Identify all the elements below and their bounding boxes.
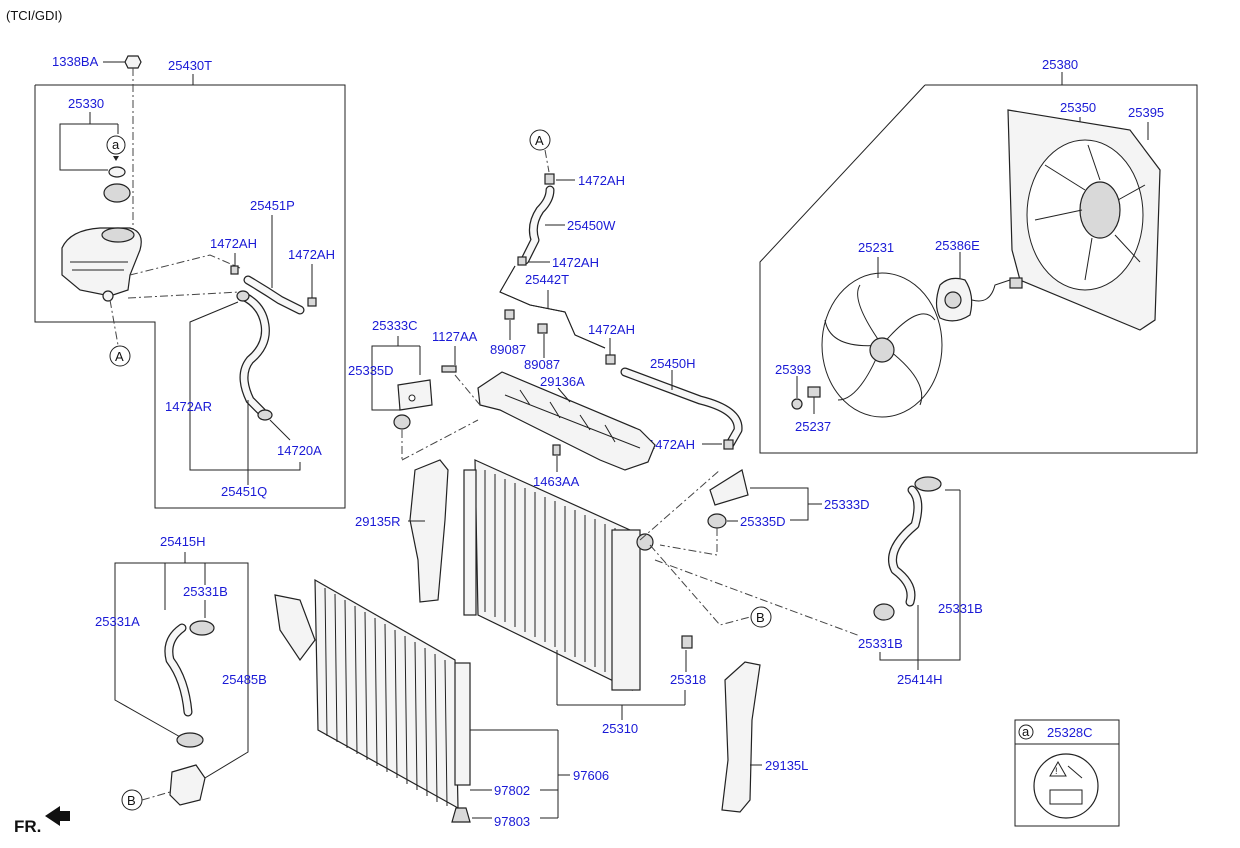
label-25328C: 25328C bbox=[1047, 725, 1093, 740]
label-1472AH-d: 1472AH bbox=[552, 255, 599, 270]
label-25331A: 25331A bbox=[95, 614, 140, 629]
callout-B-text-2: B bbox=[127, 793, 136, 808]
callout-A-text-1: A bbox=[115, 349, 124, 364]
label-1472AH-e: 1472AH bbox=[588, 322, 635, 337]
clamp-25331B-lower bbox=[873, 603, 895, 621]
label-25350: 25350 bbox=[1060, 100, 1096, 115]
fan-nut bbox=[791, 398, 803, 410]
label-1338BA: 1338BA bbox=[52, 54, 99, 69]
label-25318: 25318 bbox=[670, 672, 706, 687]
clamp-25331B-left bbox=[189, 620, 215, 636]
label-29135R: 29135R bbox=[355, 514, 401, 529]
label-25310: 25310 bbox=[602, 721, 638, 736]
front-arrow-icon bbox=[45, 806, 70, 826]
front-indicator: FR. bbox=[14, 817, 41, 836]
fan-group-frame bbox=[759, 84, 1198, 454]
fan-clip bbox=[807, 386, 821, 398]
label-89087-a: 89087 bbox=[490, 342, 526, 357]
mount-insulator-left bbox=[393, 414, 411, 430]
label-25331B-a: 25331B bbox=[183, 584, 228, 599]
label-25380: 25380 bbox=[1042, 57, 1078, 72]
label-1463AA: 1463AA bbox=[533, 474, 580, 489]
label-97802: 97802 bbox=[494, 783, 530, 798]
radiator-fins bbox=[484, 470, 616, 677]
label-25415H: 25415H bbox=[160, 534, 206, 549]
label-25331B-b: 25331B bbox=[858, 636, 903, 651]
label-25485B: 25485B bbox=[222, 672, 267, 687]
label-1472AR: 1472AR bbox=[165, 399, 212, 414]
label-25450H: 25450H bbox=[650, 356, 696, 371]
label-1472AH-f: 1472AH bbox=[648, 437, 695, 452]
clamp-25331A bbox=[176, 732, 204, 748]
cap-bolt bbox=[124, 55, 142, 69]
cap-seal bbox=[108, 166, 126, 178]
radiator-tank-right bbox=[611, 529, 641, 691]
callout-a-inset: a bbox=[1022, 724, 1030, 739]
label-14720A: 14720A bbox=[277, 443, 322, 458]
bracket-25333D bbox=[709, 469, 749, 506]
label-1127AA: 1127AA bbox=[432, 329, 478, 344]
label-25414H: 25414H bbox=[897, 672, 943, 687]
callout-a-reservoir bbox=[106, 135, 126, 155]
callout-A-reservoir bbox=[109, 345, 131, 367]
mount-insulator-right bbox=[707, 513, 727, 529]
condenser-fins bbox=[324, 587, 448, 807]
label-25335D-b: 25335D bbox=[740, 514, 786, 529]
label-25330: 25330 bbox=[68, 96, 104, 111]
reservoir-cap bbox=[103, 183, 131, 203]
air-guard-29136A bbox=[477, 371, 656, 471]
label-25450W: 25450W bbox=[567, 218, 616, 233]
label-25333C: 25333C bbox=[372, 318, 418, 333]
label-25333D: 25333D bbox=[824, 497, 870, 512]
clamp-25331B-upper bbox=[914, 476, 942, 492]
label-25393: 25393 bbox=[775, 362, 811, 377]
callout-A-hose bbox=[529, 129, 551, 151]
label-25395: 25395 bbox=[1128, 105, 1164, 120]
receiver-drier bbox=[454, 662, 471, 786]
label-25331B-c: 25331B bbox=[938, 601, 983, 616]
callout-a-text: a bbox=[112, 137, 120, 152]
label-89087-b: 89087 bbox=[524, 357, 560, 372]
label-25451Q: 25451Q bbox=[221, 484, 267, 499]
label-1472AH-b: 1472AH bbox=[288, 247, 335, 262]
reservoir-group-frame bbox=[34, 84, 346, 509]
air-guard-29135L bbox=[721, 661, 761, 813]
callout-A-text-2: A bbox=[535, 133, 544, 148]
variant-label: (TCI/GDI) bbox=[6, 8, 62, 23]
label-1472AH-c: 1472AH bbox=[578, 173, 625, 188]
label-25237: 25237 bbox=[795, 419, 831, 434]
callout-B-radiator bbox=[750, 606, 772, 628]
radiator-core bbox=[474, 459, 633, 691]
bracket-25333C bbox=[397, 379, 433, 411]
label-25335D-a: 25335D bbox=[348, 363, 394, 378]
label-29136A: 29136A bbox=[540, 374, 585, 389]
label-25231: 25231 bbox=[858, 240, 894, 255]
label-25451P: 25451P bbox=[250, 198, 295, 213]
callout-B-text-1: B bbox=[756, 610, 765, 625]
svg-text:!: ! bbox=[1055, 766, 1058, 776]
fitting-25485B bbox=[169, 764, 206, 806]
label-25386E: 25386E bbox=[935, 238, 980, 253]
label-97606: 97606 bbox=[573, 768, 609, 783]
caution-label bbox=[1033, 753, 1099, 819]
label-25442T: 25442T bbox=[525, 272, 569, 287]
label-29135L: 29135L bbox=[765, 758, 808, 773]
label-25430T: 25430T bbox=[168, 58, 212, 73]
label-97803: 97803 bbox=[494, 814, 530, 829]
drier-cap bbox=[451, 807, 471, 823]
air-guard-29135R bbox=[409, 459, 449, 603]
label-1472AH-a: 1472AH bbox=[210, 236, 257, 251]
